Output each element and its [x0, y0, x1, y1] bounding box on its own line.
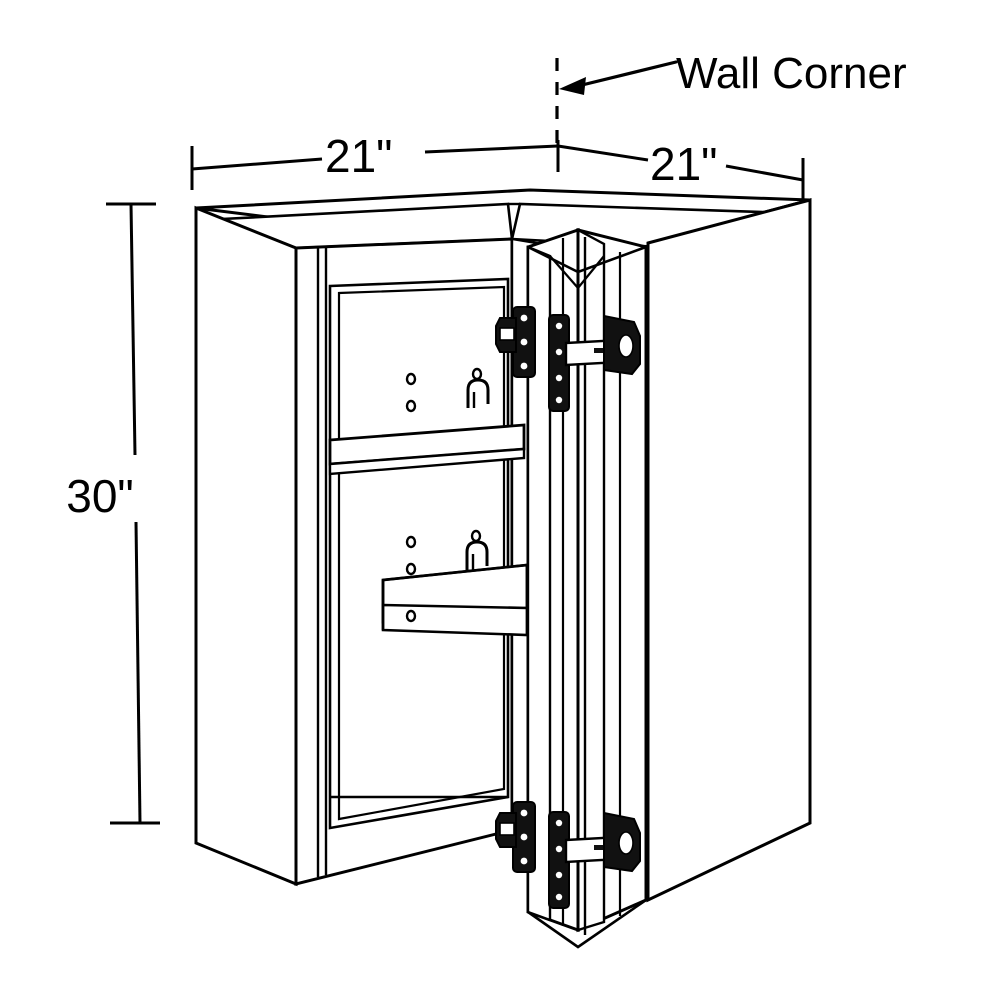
hinge-screw-hole — [520, 809, 528, 817]
hinge-screw-hole — [520, 857, 528, 865]
shelf-clip-bracket — [466, 378, 490, 408]
leader-line — [576, 60, 678, 88]
hinge-screw-hole — [555, 893, 563, 901]
door-top-chamfer-inner — [549, 255, 605, 290]
dim-line-left-b — [424, 144, 559, 154]
hinge-cup-opening — [618, 334, 634, 358]
lower-shelf-front-edge — [381, 603, 529, 637]
door-panel-right-edge — [576, 227, 606, 932]
shelf-clip-bracket — [465, 540, 489, 570]
dim-line-right-b — [725, 164, 804, 182]
hinge-screw-hole — [520, 362, 528, 370]
hinge-lower — [495, 801, 641, 909]
width-dimension-group — [190, 140, 805, 200]
height-label: 30" — [66, 470, 134, 522]
shelf-clip-lower — [465, 540, 489, 570]
lower-shelf — [381, 563, 529, 637]
hinge-arm-left-slot — [499, 327, 515, 341]
wall-corner-label: Wall Corner — [676, 49, 907, 98]
dim-line-left-a — [191, 157, 323, 171]
door-bottom-chamfer — [527, 898, 647, 949]
shelf-pin-hole — [405, 399, 417, 413]
dim-line-height-lower — [134, 521, 142, 824]
width-left-label: 21" — [325, 130, 393, 182]
shelf-clip-upper — [466, 378, 490, 408]
hinge-screw-hole — [555, 322, 563, 330]
left-door-opening-inner — [337, 285, 506, 821]
door-top-chamfer — [527, 245, 647, 274]
width-right-label: 21" — [650, 138, 718, 190]
hinge-cup-opening — [618, 831, 634, 855]
hinge-screw-hole — [555, 845, 563, 853]
hinge-screw-hole — [555, 871, 563, 879]
dim-line-right-a — [557, 144, 649, 162]
cabinet-left-side-panel — [194, 205, 298, 887]
hinge-screw-hole — [520, 833, 528, 841]
cabinet-right-side-panel — [646, 198, 812, 903]
dim-line-height-upper — [129, 203, 137, 456]
upper-shelf — [328, 423, 526, 476]
hinge-screw-hole — [520, 338, 528, 346]
hinge-screw-hole — [555, 819, 563, 827]
shelf-pin-hole — [471, 367, 483, 381]
hinge-arm-left-slot — [499, 822, 515, 836]
shelf-pin-hole — [405, 372, 417, 386]
hinge-screw-hole — [555, 374, 563, 382]
hinge-screw-hole — [520, 314, 528, 322]
hinge-upper — [495, 306, 641, 412]
shelf-pin-holes-lower — [405, 529, 482, 623]
hinge-screw-hole — [555, 396, 563, 404]
shelf-pin-holes-upper — [405, 367, 483, 413]
height-dimension-group — [106, 202, 160, 825]
leader-arrow-left-icon — [559, 77, 586, 95]
shelf-pin-hole — [405, 535, 417, 549]
shelf-pin-hole — [405, 562, 417, 576]
wall-corner-leader — [559, 60, 678, 95]
hinge-screw-hole — [555, 348, 563, 356]
shelf-pin-hole — [405, 609, 417, 623]
shelf-pin-hole — [470, 529, 482, 543]
upper-shelf-underside — [328, 447, 526, 476]
